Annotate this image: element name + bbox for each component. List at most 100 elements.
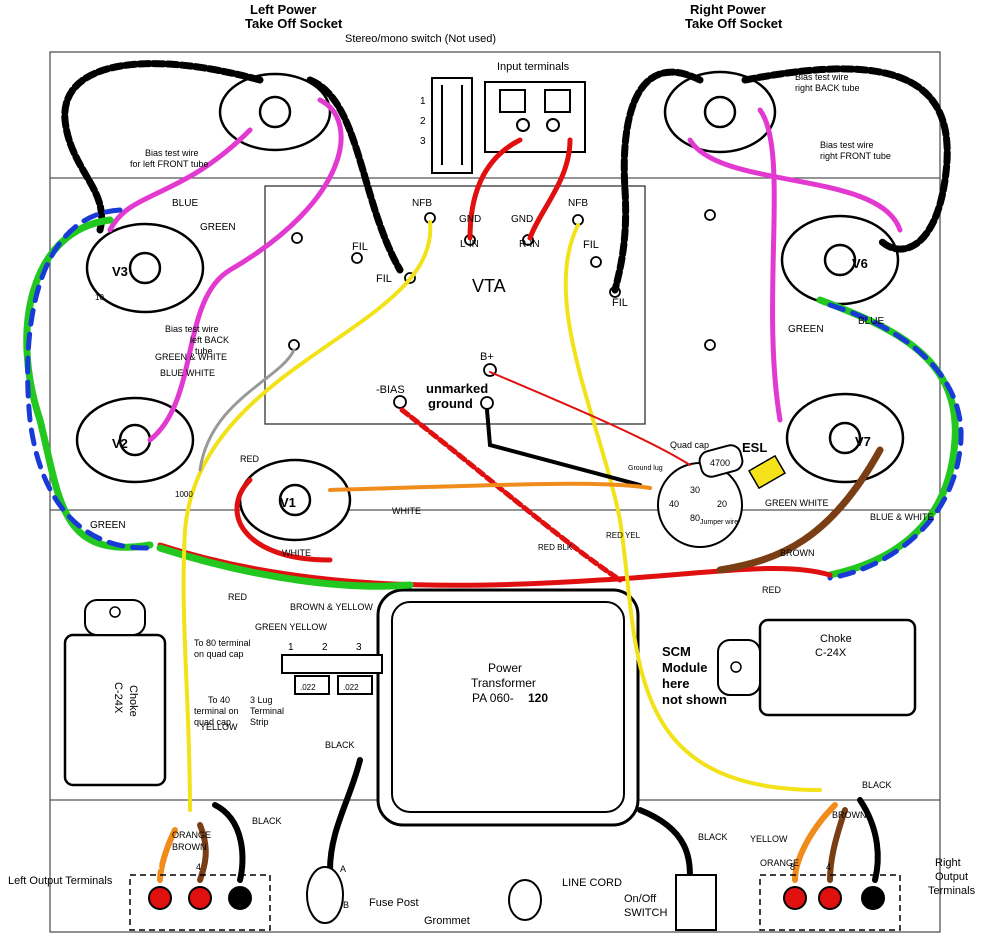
wire-label-black-lout: BLACK	[252, 816, 282, 826]
stereo-mono-label: Stereo/mono switch (Not used)	[345, 33, 496, 45]
right-output-1: Right	[935, 857, 961, 869]
transformer-4: 120	[528, 691, 548, 705]
wire-black-lout	[212, 802, 246, 883]
choke-left-2: C-24X	[112, 682, 124, 714]
wire-black-left2	[306, 76, 404, 274]
wire-label-green-yellow: GREEN YELLOW	[255, 622, 327, 632]
wire-red-input-l	[467, 137, 523, 241]
wire-orange-lout	[157, 827, 178, 883]
bias-right-front-1: Bias test wire	[820, 140, 874, 150]
wire-label-yellow-right: YELLOW	[750, 834, 788, 844]
grommet-label: Grommet	[424, 915, 470, 927]
wire-black-fuse	[327, 757, 363, 873]
wire-label-green: GREEN	[200, 222, 236, 233]
wire-black-right2	[741, 65, 951, 253]
wire-label-jumper: Jumper wire	[700, 519, 738, 526]
wire-orange-v1	[328, 481, 652, 492]
wire-yellow-right	[563, 223, 822, 792]
quad-cap	[657, 444, 744, 548]
bplus-label: B+	[480, 351, 494, 363]
fil-label-1: FIL	[352, 241, 368, 253]
wire-label-blue-right: BLUE	[858, 316, 884, 327]
wire-label-brown-lout: BROWN	[172, 842, 207, 852]
wire-label-green-right: GREEN	[788, 324, 824, 335]
cap-022-1: .022	[300, 683, 316, 692]
to40-3: quad cap	[194, 717, 231, 727]
quadcap-label: Quad cap	[670, 440, 709, 450]
wire-blue-left	[25, 207, 153, 551]
strip-3: Strip	[250, 717, 269, 727]
scm-3: here	[662, 676, 689, 691]
wire-red-input-r	[527, 137, 573, 241]
fuse-b-label: B	[343, 900, 349, 910]
to80-1: To 80 terminal	[194, 638, 251, 648]
bias-left-front-2: for left FRONT tube	[130, 159, 208, 169]
wire-black-ground	[485, 408, 642, 487]
right-socket-label-1: Right Power	[690, 2, 766, 17]
choke-right-1: Choke	[820, 633, 852, 645]
wire-label-white-v1: WHITE	[392, 506, 421, 516]
cap-022-2: .022	[343, 683, 359, 692]
bias-left-front-1: Bias test wire	[145, 148, 199, 158]
wire-label-red-right: RED	[762, 585, 782, 595]
wire-brown-rout	[827, 807, 848, 883]
bias-right-back-1: Bias test wire	[795, 72, 849, 82]
transformer-3: PA 060-	[472, 691, 514, 705]
wire-label-yellow-left: YELLOW	[200, 722, 238, 732]
onoff-label-1: On/Off	[624, 893, 657, 905]
wire-label-green-white-r: GREEN WHITE	[765, 498, 829, 508]
wiring	[23, 60, 964, 883]
wire-label-red-blk: RED BLK	[538, 543, 573, 552]
bias-label: -BIAS	[376, 384, 405, 396]
tube-v6-label: V6	[852, 256, 868, 271]
quadcap-t40: 40	[669, 499, 679, 509]
lout-4-label: 4	[196, 862, 201, 872]
wire-green-main	[156, 544, 414, 590]
switch-pos-1: 1	[420, 96, 426, 107]
wire-label-black-rout: BLACK	[862, 780, 892, 790]
resistor-1000-left: 1000	[175, 490, 193, 499]
lug-2: 2	[322, 642, 328, 653]
lin-label: L-IN	[460, 239, 479, 250]
wire-label-brown-rout: BROWN	[832, 810, 867, 820]
tube-v2-label: V2	[112, 436, 128, 451]
fuse-a-label: A	[340, 864, 346, 874]
bias-left-back-3: tube	[195, 346, 213, 356]
scm-2: Module	[662, 660, 708, 675]
esl-label: ESL	[742, 440, 767, 455]
wire-red-v1	[234, 477, 333, 563]
tube-v1-label: V1	[280, 495, 296, 510]
unmarked-ground-1: unmarked	[426, 381, 488, 396]
strip-2: Terminal	[250, 706, 284, 716]
wire-white-left	[198, 348, 296, 472]
lug-1: 1	[288, 642, 294, 653]
wire-orange-rout	[792, 802, 838, 883]
wire-yellow-left	[181, 220, 433, 812]
board-terminals	[288, 209, 716, 410]
bias-right-front-2: right FRONT tube	[820, 151, 891, 161]
terminal-strip	[281, 654, 383, 695]
vta-board	[264, 185, 646, 425]
wire-black-right	[611, 68, 704, 294]
output-posts	[148, 886, 885, 910]
bias-left-back-2: left BACK	[190, 335, 229, 345]
switch-pos-3: 3	[420, 136, 426, 147]
wire-label-red-yel: RED YEL	[606, 531, 641, 540]
quadcap-t80: 80	[690, 513, 700, 523]
left-socket-label-2: Take Off Socket	[245, 16, 343, 31]
right-output-3: Terminals	[928, 885, 976, 897]
wire-brown-lout	[197, 822, 209, 883]
wire-label-red-v1: RED	[240, 454, 260, 464]
wire-magenta-left2	[107, 127, 253, 233]
wire-red-bias	[399, 407, 623, 583]
wire-label-orange-rout: ORANGE	[760, 858, 799, 868]
input-terminals-label: Input terminals	[497, 61, 570, 73]
wire-label-white-v1b: WHITE	[282, 548, 311, 558]
wire-red-main	[157, 542, 833, 588]
bottom-hardware	[129, 866, 901, 931]
wire-label-brown-yellow: BROWN & YELLOW	[290, 602, 373, 612]
wire-label-green-left: GREEN	[90, 520, 126, 531]
wire-label-orange-lout: ORANGE	[172, 830, 211, 840]
